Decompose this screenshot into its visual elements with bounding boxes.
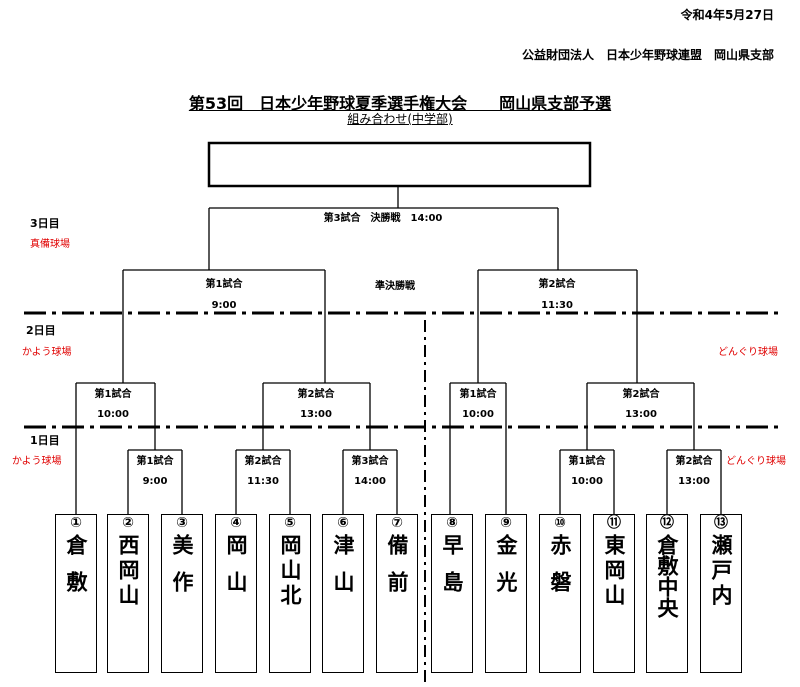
- team-number: ⑪: [607, 515, 621, 531]
- team-box: ① 倉敷: [55, 514, 97, 673]
- day2-game-name: 第1試合: [459, 389, 497, 400]
- day1-game-name: 第1試合: [136, 456, 174, 467]
- team-name: 倉敷: [64, 534, 88, 608]
- team-box: ⑬ 瀬戸内: [700, 514, 742, 673]
- day3-venue: 真備球場: [30, 239, 70, 250]
- semifinal-label: 準決勝戦: [375, 281, 415, 292]
- day1-game-time: 13:00: [678, 476, 710, 487]
- team-name: 瀬戸内: [709, 534, 733, 609]
- day1-game-name: 第2試合: [675, 456, 713, 467]
- day2-game-name: 第2試合: [622, 389, 660, 400]
- page-subtitle: 組み合わせ(中学部): [347, 112, 453, 126]
- team-name: 岡山: [224, 534, 248, 608]
- day2-game-name: 第2試合: [297, 389, 335, 400]
- page-title: 第53回 日本少年野球夏季選手権大会 岡山県支部予選: [188, 94, 612, 113]
- team-box: ⑥ 津山: [322, 514, 364, 673]
- team-box: ⑦ 備前: [376, 514, 418, 673]
- day2-label: 2日目: [26, 324, 56, 337]
- champion-box: [207, 141, 592, 188]
- team-name: 西岡山: [116, 534, 140, 609]
- team-name: 岡山北: [278, 534, 302, 609]
- team-number: ⑩: [554, 515, 566, 531]
- champion-name: [211, 150, 588, 180]
- team-name: 津山: [331, 534, 355, 608]
- day1-game-name: 第3試合: [351, 456, 389, 467]
- day1-venue-left: かよう球場: [12, 456, 62, 467]
- team-name: 金光: [494, 534, 518, 608]
- team-number: ⑦: [391, 515, 403, 531]
- team-number: ⑧: [446, 515, 458, 531]
- day2-game-time: 10:00: [462, 409, 494, 420]
- team-number: ①: [70, 515, 82, 531]
- team-name: 東岡山: [602, 534, 626, 609]
- team-number: ⑫: [660, 515, 674, 531]
- day1-game-name: 第1試合: [568, 456, 606, 467]
- day1-game-time: 14:00: [354, 476, 386, 487]
- semi-game-name: 第1試合: [205, 279, 243, 290]
- date: 令和4年5月27日: [680, 8, 774, 22]
- day2-game-time: 13:00: [300, 409, 332, 420]
- team-box: ⑤ 岡山北: [269, 514, 311, 673]
- day1-venue-right: どんぐり球場: [726, 456, 786, 467]
- team-box: ⑩ 赤磐: [539, 514, 581, 673]
- day1-game-time: 10:00: [571, 476, 603, 487]
- day2-game-time: 10:00: [97, 409, 129, 420]
- team-number: ⑥: [337, 515, 349, 531]
- day1-label: 1日目: [30, 434, 60, 447]
- team-number: ⑬: [714, 515, 728, 531]
- day2-venue-left: かよう球場: [22, 347, 72, 358]
- team-box: ③ 美作: [161, 514, 203, 673]
- team-name: 備前: [385, 534, 409, 608]
- day3-label: 3日目: [30, 217, 60, 230]
- team-box: ② 西岡山: [107, 514, 149, 673]
- day2-game-name: 第1試合: [94, 389, 132, 400]
- team-number: ⑤: [284, 515, 296, 531]
- final-label: 第3試合 決勝戦 14:00: [323, 213, 443, 224]
- team-box: ⑨ 金光: [485, 514, 527, 673]
- team-name: 早島: [440, 534, 464, 608]
- team-number: ②: [122, 515, 134, 531]
- day2-venue-right: どんぐり球場: [718, 347, 778, 358]
- team-name: 倉敷中央: [655, 534, 679, 618]
- team-box: ④ 岡山: [215, 514, 257, 673]
- semi-game-time: 9:00: [211, 300, 237, 311]
- day1-game-name: 第2試合: [244, 456, 282, 467]
- team-box: ⑫ 倉敷中央: [646, 514, 688, 673]
- team-number: ③: [176, 515, 188, 531]
- team-number: ④: [230, 515, 242, 531]
- team-number: ⑨: [500, 515, 512, 531]
- team-box: ⑪ 東岡山: [593, 514, 635, 673]
- team-name: 赤磐: [548, 534, 572, 608]
- day1-game-time: 9:00: [142, 476, 168, 487]
- day2-game-time: 13:00: [625, 409, 657, 420]
- semi-game-name: 第2試合: [538, 279, 576, 290]
- semi-game-time: 11:30: [541, 300, 573, 311]
- day1-game-time: 11:30: [247, 476, 279, 487]
- team-box: ⑧ 早島: [431, 514, 473, 673]
- team-name: 美作: [170, 534, 194, 608]
- organization: 公益財団法人 日本少年野球連盟 岡山県支部: [521, 48, 774, 62]
